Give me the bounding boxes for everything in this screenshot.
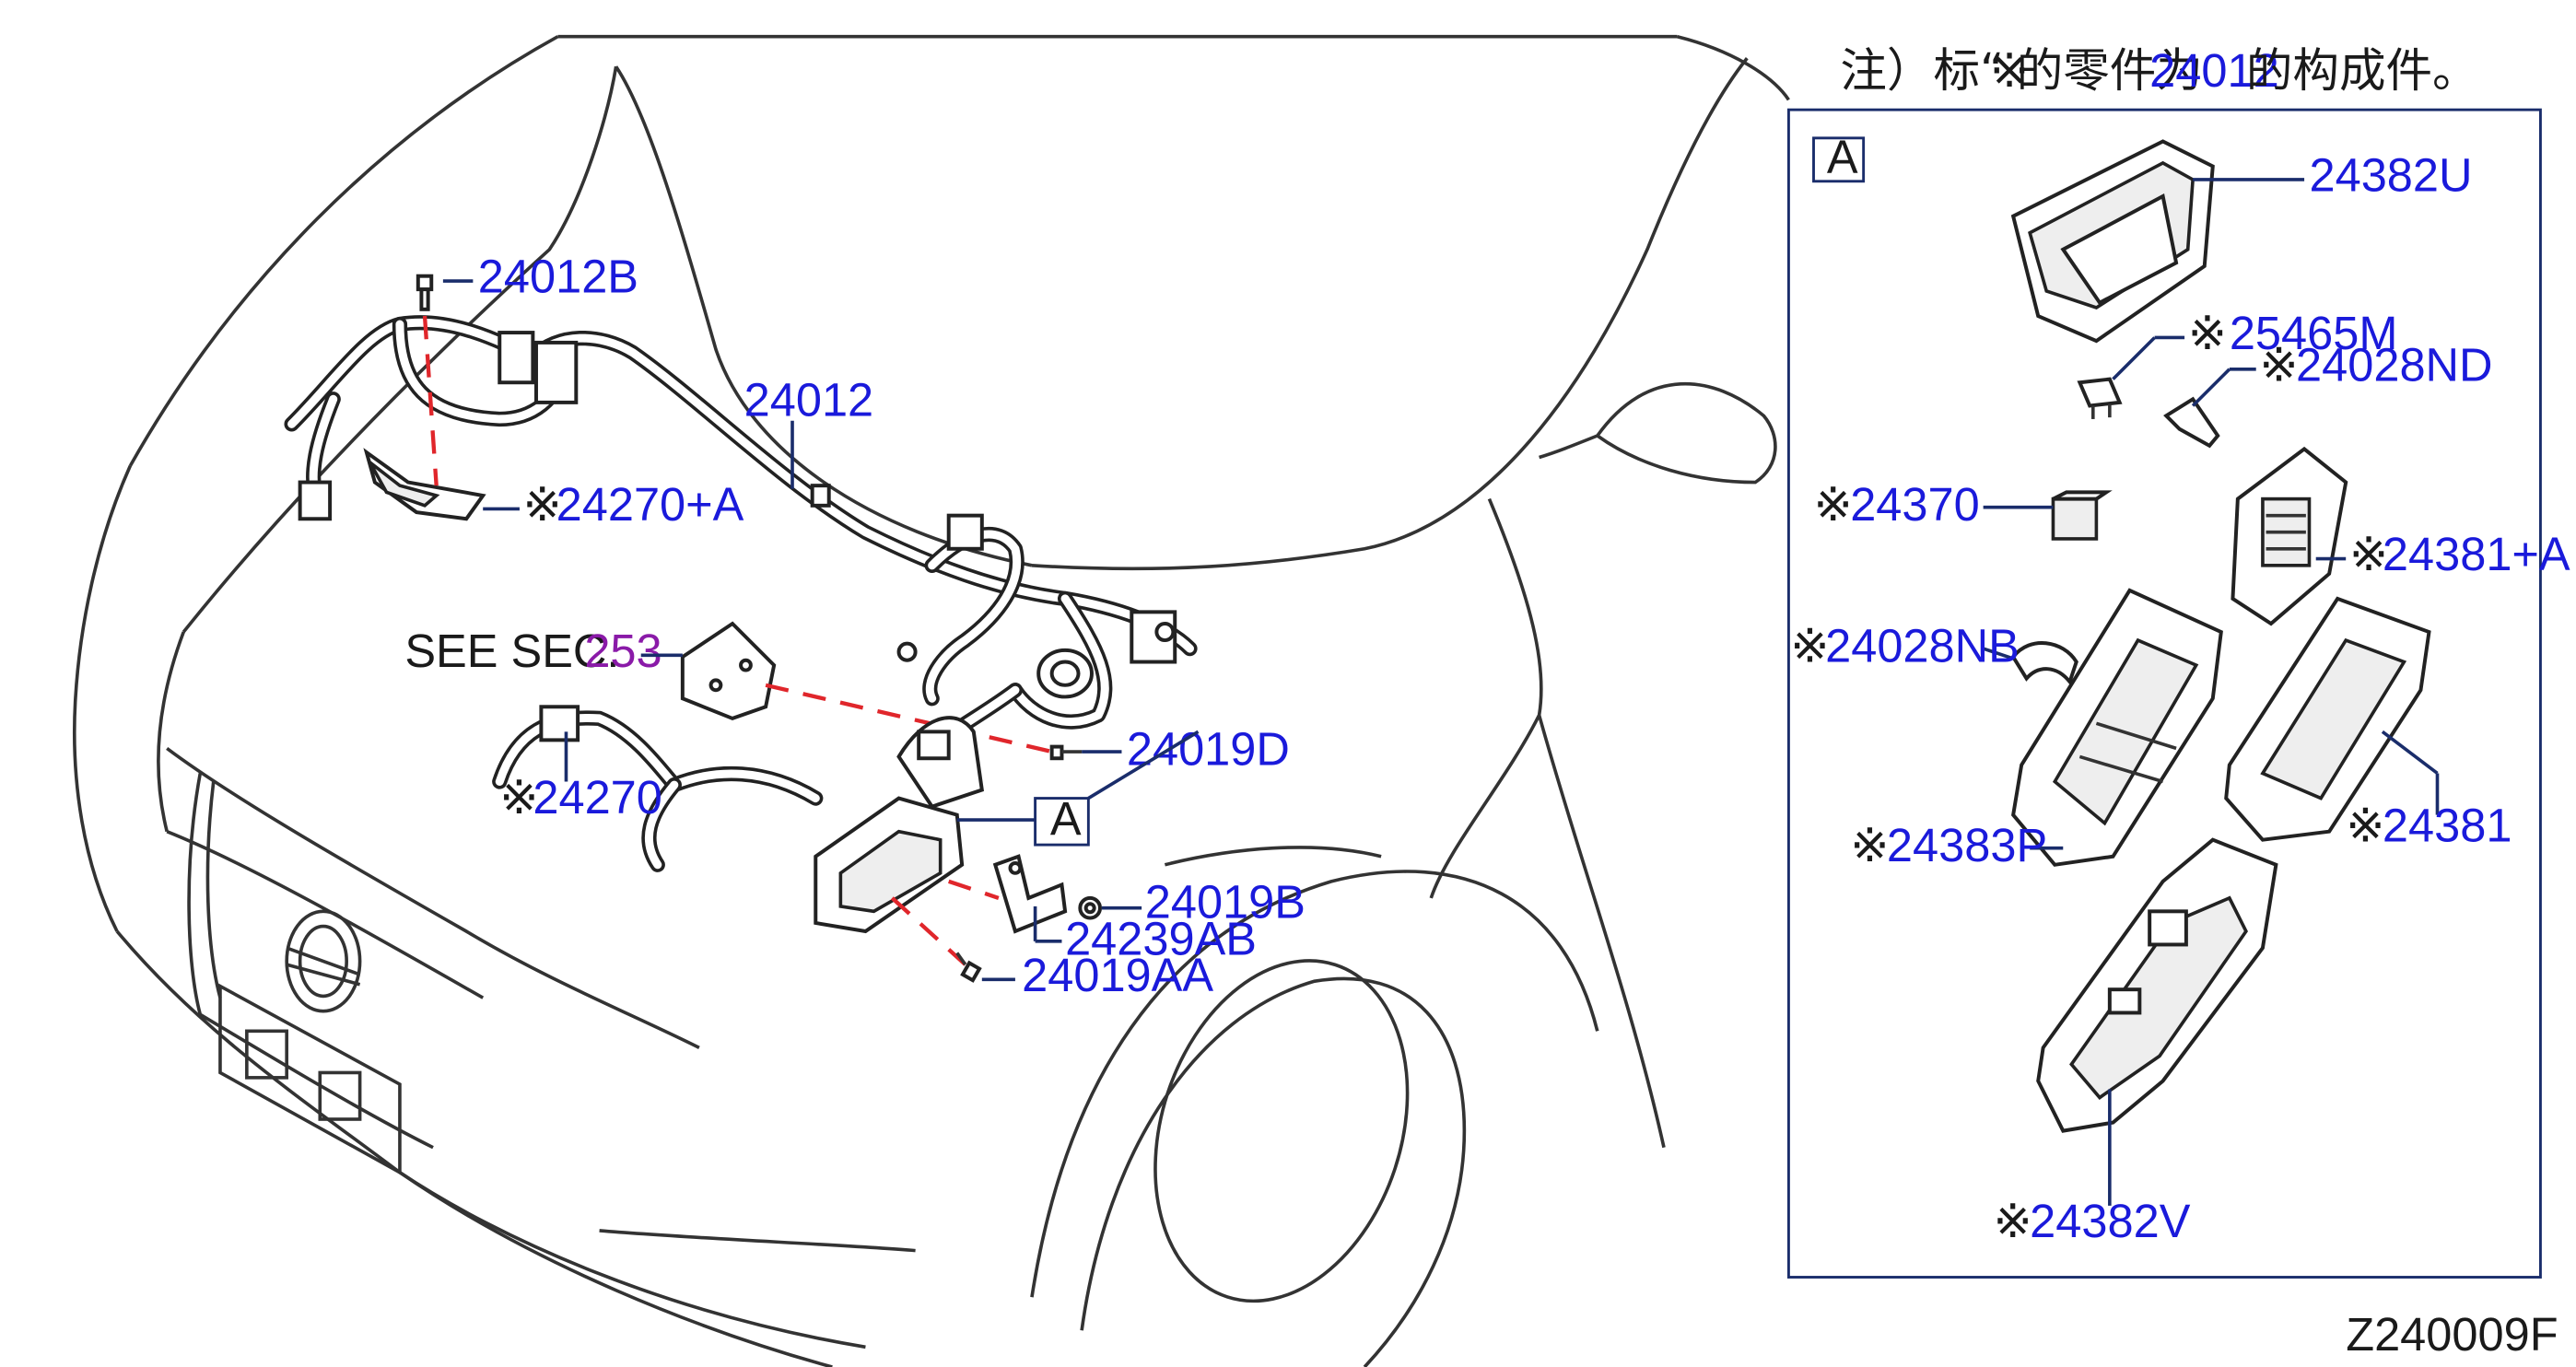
bracket-24270a: [363, 448, 486, 521]
lower-harness-24270: [492, 705, 824, 872]
car-body-outline: [73, 34, 1790, 1367]
bracket-24239ab: [992, 854, 1068, 934]
dashed-line-253: [765, 683, 1053, 754]
label-24019d: 24019D: [1127, 722, 1290, 775]
dashed-line-bracket: [948, 879, 1000, 900]
label-24382u: 24382U: [2309, 149, 2472, 202]
bolt-24019d: [1049, 744, 1083, 761]
mark-24383p: ※: [1850, 819, 1889, 871]
mark-24270a: ※: [523, 478, 562, 531]
label-24381a: 24381+A: [2383, 528, 2570, 580]
mark-24381: ※: [2346, 800, 2384, 852]
label-24028nd: 24028ND: [2296, 338, 2493, 391]
part-24381a: [2231, 446, 2348, 626]
fuse-box-assembly: [814, 716, 985, 934]
part-24028nb: [2010, 641, 2078, 686]
label-24019b: 24019B: [1145, 876, 1306, 929]
bracket-253: [680, 621, 777, 721]
leader-25465m-a: [2112, 336, 2156, 380]
note-ref: 24012: [2149, 44, 2279, 97]
mark-24370: ※: [1813, 478, 1852, 531]
part-24381: [2224, 596, 2431, 842]
label-24239ab: 24239AB: [1065, 912, 1257, 964]
leader-24028nb: [1983, 647, 2014, 660]
label-24270: 24270: [533, 771, 662, 824]
inset-marker-letter: A: [1827, 131, 1858, 183]
label-24019aa: 24019AA: [1022, 949, 1213, 1001]
mark-24270: ※: [499, 771, 538, 824]
label-24012: 24012: [744, 373, 874, 426]
note-mid: 的零件为: [2017, 43, 2203, 98]
note-suffix: 的构成件。: [2246, 43, 2479, 98]
part-24028nd: [2163, 396, 2220, 449]
leader-24381-a: [2381, 730, 2439, 775]
label-24270a: 24270+A: [556, 478, 744, 531]
part-24383p: [2011, 588, 2223, 867]
label-24382v: 24382V: [2030, 1195, 2191, 1247]
mark-24381a: ※: [2349, 528, 2388, 580]
label-25465m: 25465M: [2230, 307, 2398, 359]
figure-code: Z240009F: [2346, 1308, 2558, 1361]
inset-a: A 24382U ※ 25465M ※ 24028ND: [1786, 108, 2570, 1279]
label-24370: 24370: [1850, 478, 1980, 531]
mark-24028nd: ※: [2259, 338, 2298, 391]
inset-marker-box: [1812, 136, 1866, 183]
leader-callout-link: [1087, 730, 1200, 800]
note-mark: ※: [1990, 44, 2029, 97]
inset-frame: [1786, 108, 2542, 1279]
callout-letter-a: A: [1050, 792, 1082, 845]
see-section-number: 253: [584, 625, 662, 677]
note-prefix: 注）标“: [1840, 43, 2004, 98]
label-24381: 24381: [2383, 800, 2512, 852]
label-24028nb: 24028NB: [1825, 620, 2020, 672]
label-24012b: 24012B: [478, 251, 638, 303]
dashed-line-bolt-aa: [890, 896, 967, 966]
part-24382v: [2036, 837, 2278, 1133]
mark-24028nb: ※: [1790, 620, 1829, 672]
bolt-24019aa: [955, 952, 982, 983]
label-24383p: 24383P: [1887, 819, 2047, 871]
dashed-line-bolt: [422, 315, 439, 486]
part-24382u: [2010, 139, 2215, 344]
callout-box-a: [1034, 797, 1090, 847]
part-24370: [2051, 490, 2113, 541]
nut-24019b: [1078, 895, 1102, 920]
engine-room-harness: [284, 315, 1198, 756]
see-section-text: SEE SEC.: [404, 625, 619, 677]
mark-25465m: ※: [2188, 307, 2227, 359]
part-25465m: [2077, 377, 2123, 419]
mark-24382v: ※: [1993, 1195, 2032, 1247]
leader-24028nd-a: [2191, 368, 2231, 407]
bolt-24012b: [416, 274, 434, 311]
